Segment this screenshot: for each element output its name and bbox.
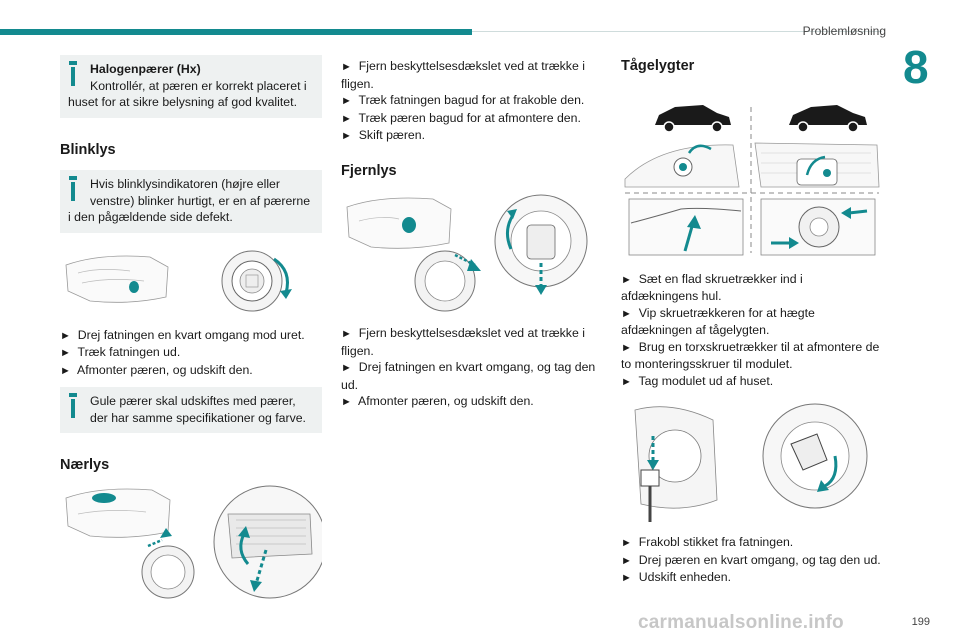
- taagelygter-bulb-illustration: [634, 403, 868, 522]
- yellow-bulb-note: Gule pærer skal udskiftes med pærer, der…: [60, 387, 322, 433]
- top-divider-line: [472, 31, 882, 32]
- arrow-bullet-icon: ►: [621, 273, 632, 286]
- column-2: ► Fjern beskyttelsesdækslet ved at trækk…: [341, 55, 603, 411]
- naerlys-illustration: [65, 485, 322, 598]
- note-text: Gule pærer skal udskiftes med pærer, der…: [90, 394, 306, 425]
- arrow-bullet-icon: ►: [60, 364, 71, 377]
- watermark: carmanualsonline.info: [638, 612, 844, 633]
- step-item: ► Tag modulet ud af huset.: [621, 373, 774, 388]
- arrow-bullet-icon: ►: [621, 554, 632, 567]
- step-item: ► Sæt en flad skruetrækker ind i afdækni…: [621, 271, 803, 304]
- top-accent-bar: [0, 29, 472, 35]
- page-number: 199: [911, 616, 930, 628]
- step-item: ► Fjern beskyttelsesdækslet ved at trækk…: [341, 59, 585, 91]
- step-item: ► Drej fatningen en kvart omgang, og tag…: [341, 360, 596, 392]
- section-title: Problemløsning: [802, 24, 886, 38]
- step-item: ► Fjern beskyttelsesdækslet ved at trækk…: [341, 326, 585, 358]
- step-item: ► Brug en torxskruetrækker til at afmont…: [621, 339, 880, 372]
- note-title: Halogenpærer (Hx): [90, 62, 201, 76]
- step-item: ► Skift pæren.: [341, 128, 426, 142]
- heading-naerlys: Nærlys: [60, 457, 110, 473]
- arrow-bullet-icon: ►: [341, 61, 352, 73]
- arrow-bullet-icon: ►: [60, 329, 71, 342]
- heading-blinklys: Blinklys: [60, 141, 116, 158]
- arrow-bullet-icon: ►: [341, 112, 352, 125]
- step-item: ► Træk fatningen bagud for at frakoble d…: [341, 93, 585, 107]
- arrow-bullet-icon: ►: [60, 347, 71, 359]
- arrow-bullet-icon: ►: [621, 307, 632, 320]
- step-item: ► Afmonter pæren, og udskift den.: [60, 362, 253, 377]
- arrow-bullet-icon: ►: [621, 375, 632, 388]
- arrow-bullet-icon: ►: [341, 130, 352, 142]
- arrow-bullet-icon: ►: [621, 537, 632, 549]
- heading-fjernlys: Fjernlys: [341, 162, 397, 179]
- info-icon: [68, 61, 78, 86]
- heading-taagelygter: Tågelygter: [621, 58, 695, 74]
- step-item: ► Træk pæren bagud for at afmontere den.: [341, 110, 581, 125]
- arrow-bullet-icon: ►: [341, 396, 352, 408]
- info-icon: [68, 176, 78, 201]
- step-item: ► Drej pæren en kvart omgang, og tag den…: [621, 552, 881, 567]
- step-item: ► Drej fatningen en kvart omgang mod ure…: [60, 327, 305, 342]
- info-icon: [68, 393, 78, 418]
- step-item: ► Udskift enheden.: [621, 570, 732, 584]
- arrow-bullet-icon: ►: [621, 572, 632, 584]
- taagelygter-steps-2: ► Frakobl stikket fra fatningen. ► Drej …: [621, 534, 883, 587]
- blinklys-illustration: [65, 250, 292, 311]
- blinklys-steps: ► Drej fatningen en kvart omgang mod ure…: [60, 327, 322, 380]
- fjernlys-steps: ► Fjern beskyttelsesdækslet ved at trækk…: [341, 325, 603, 411]
- halogen-note: Halogenpærer (Hx) Kontrollér, at pæren e…: [60, 55, 322, 118]
- column-3: Tågelygter ► Sæt en flad: [621, 55, 883, 587]
- taagelygter-illustration: [624, 104, 880, 255]
- arrow-bullet-icon: ►: [341, 362, 352, 374]
- arrow-bullet-icon: ►: [341, 95, 352, 107]
- arrow-bullet-icon: ►: [621, 341, 632, 354]
- arrow-bullet-icon: ►: [341, 328, 352, 340]
- chapter-number: 8: [903, 41, 929, 93]
- column-1: Halogenpærer (Hx) Kontrollér, at pæren e…: [60, 55, 322, 602]
- fjernlys-illustration: [346, 194, 588, 312]
- step-item: ► Afmonter pæren, og udskift den.: [341, 394, 534, 408]
- note-text-cont: i den pågældende side defekt.: [68, 210, 233, 224]
- note-text-cont: huset for at sikre belysning af god kval…: [68, 95, 297, 109]
- step-item: ► Vip skruetrækkeren for at hægte afdækn…: [621, 305, 815, 338]
- note-text: Hvis blinklysindikatoren (højre eller ve…: [90, 177, 311, 208]
- step-item: ► Træk fatningen ud.: [60, 345, 181, 359]
- step-item: ► Frakobl stikket fra fatningen.: [621, 535, 794, 549]
- blinklys-note: Hvis blinklysindikatoren (højre eller ve…: [60, 170, 322, 233]
- taagelygter-steps-1: ► Sæt en flad skruetrækker ind i afdækni…: [621, 271, 883, 391]
- naerlys-steps: ► Fjern beskyttelsesdækslet ved at trækk…: [341, 58, 603, 145]
- note-text: Kontrollér, at pæren er korrekt placeret…: [90, 78, 307, 93]
